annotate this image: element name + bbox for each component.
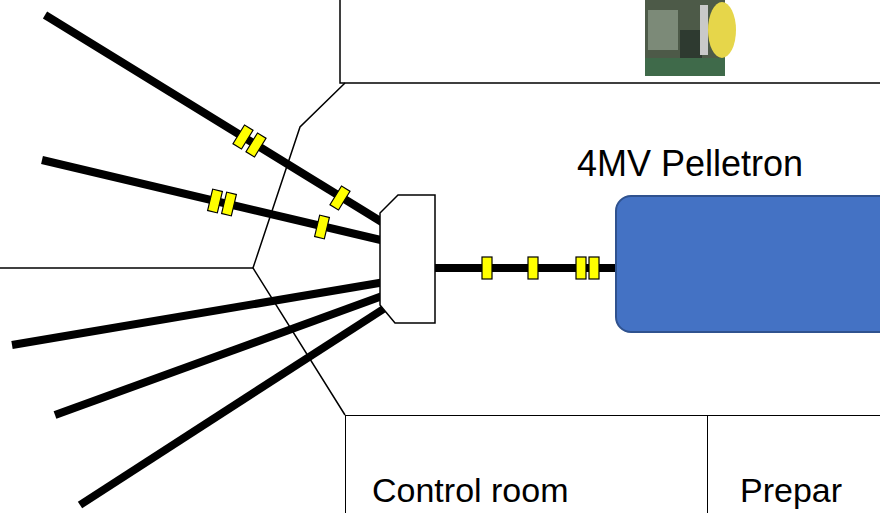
beamline	[42, 160, 385, 241]
photo-detail	[645, 58, 725, 76]
photo-detail	[708, 2, 736, 58]
beam-component	[246, 133, 266, 157]
room: Control room	[345, 415, 708, 513]
beamline	[55, 295, 385, 415]
beam-component	[222, 192, 237, 216]
beam-component	[528, 257, 538, 279]
accelerator: 4MV Pelletron	[575, 143, 880, 343]
beamline	[45, 15, 385, 224]
room: Prepar	[708, 415, 880, 513]
beam-component	[589, 257, 599, 279]
node-label: 4MV Pelletron	[577, 143, 803, 184]
beam-component	[576, 257, 586, 279]
beam-component	[330, 186, 350, 210]
beamline	[80, 308, 385, 505]
photo-detail	[648, 10, 678, 50]
beam-component	[208, 189, 223, 213]
photo	[645, 0, 736, 76]
switching-magnet	[380, 195, 435, 323]
beam-component	[482, 257, 492, 279]
beam-component	[315, 215, 330, 239]
beamlines	[12, 15, 620, 505]
wall	[340, 0, 880, 83]
wall	[0, 267, 253, 269]
accelerator-tank	[615, 195, 880, 333]
node-label: Control room	[372, 471, 569, 510]
photo-detail	[680, 30, 702, 60]
node-label: Prepar	[740, 471, 842, 510]
photo-detail	[700, 5, 708, 55]
